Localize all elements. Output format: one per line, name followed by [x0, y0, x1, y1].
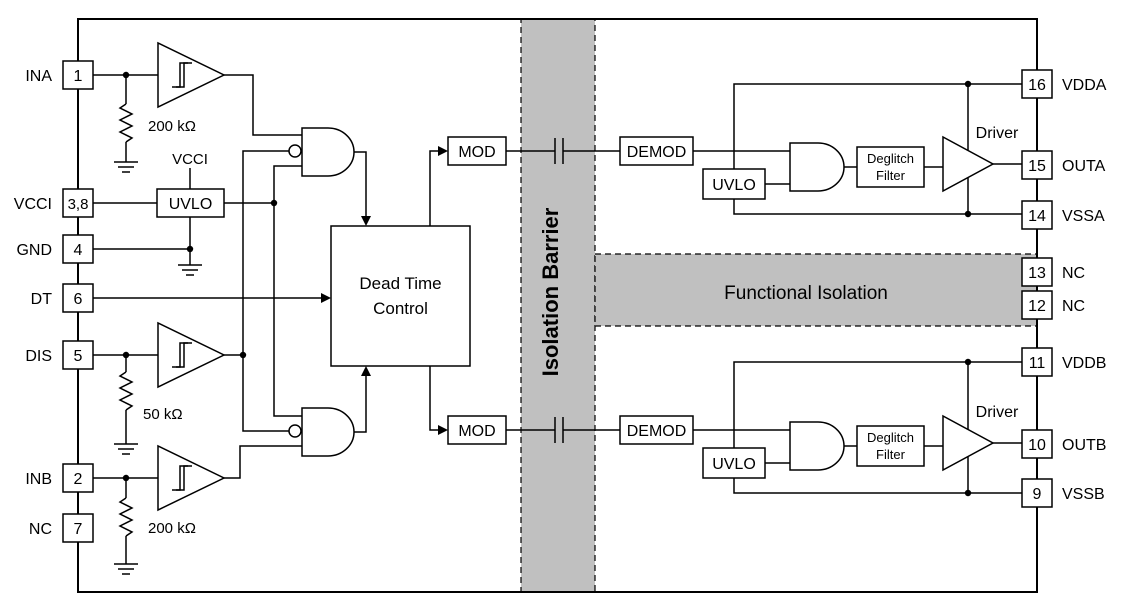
svg-text:Deglitch: Deglitch	[867, 430, 914, 445]
dis-input-path: 50 kΩ	[93, 351, 183, 455]
svg-text:6: 6	[74, 291, 83, 308]
dead-time-control-block: Dead Time Control	[330, 225, 471, 367]
svg-text:NC: NC	[1062, 298, 1085, 315]
pin-vdda: 16 VDDA	[1021, 69, 1107, 99]
svg-text:VDDA: VDDA	[1062, 77, 1107, 94]
and-gate-out-b	[789, 421, 845, 471]
svg-text:DEMOD: DEMOD	[627, 144, 687, 161]
svg-text:Filter: Filter	[876, 447, 906, 462]
inb-resistor-label: 200 kΩ	[148, 520, 196, 537]
driver-a	[942, 135, 995, 193]
svg-text:DIS: DIS	[25, 348, 52, 365]
isolation-barrier-region	[520, 18, 596, 593]
pin-outa: 15 OUTA	[1021, 150, 1106, 180]
svg-text:Dead Time: Dead Time	[359, 274, 441, 293]
pin-dt: 6 DT	[31, 283, 94, 313]
dis-resistor-label: 50 kΩ	[143, 406, 183, 423]
and-gate-out-a	[789, 142, 845, 192]
schmitt-buffer-ina	[157, 41, 226, 109]
svg-text:UVLO: UVLO	[169, 196, 213, 213]
schmitt-buffer-dis	[157, 321, 226, 389]
driver-b-label: Driver	[976, 404, 1019, 421]
ina-input-path: 200 kΩ	[93, 71, 196, 173]
pin-vddb: 11 VDDB	[1021, 347, 1106, 377]
vcci-label: VCCI	[172, 151, 208, 168]
isolation-barrier-label: Isolation Barrier	[538, 207, 563, 376]
svg-text:NC: NC	[29, 521, 52, 538]
svg-text:10: 10	[1028, 437, 1046, 454]
functional-isolation-label: Functional Isolation	[724, 283, 888, 304]
svg-text:5: 5	[74, 348, 83, 365]
svg-text:15: 15	[1028, 158, 1046, 175]
svg-text:DT: DT	[31, 291, 53, 308]
and-gate-a	[288, 127, 355, 177]
svg-text:11: 11	[1029, 355, 1046, 372]
svg-text:VSSA: VSSA	[1062, 208, 1105, 225]
svg-text:7: 7	[74, 521, 83, 538]
pin-ina: 1 INA	[25, 60, 94, 90]
mod-block-a: MOD	[447, 136, 507, 166]
inb-input-path: 200 kΩ	[93, 474, 196, 575]
driver-b	[942, 414, 995, 472]
svg-text:Deglitch: Deglitch	[867, 151, 914, 166]
pin-gnd: 4 GND	[16, 234, 94, 264]
svg-text:DEMOD: DEMOD	[627, 423, 687, 440]
demod-block-a	[619, 136, 694, 166]
deglitch-filter-b	[856, 425, 925, 467]
pin-inb: 2 INB	[25, 463, 94, 493]
pin-vssb: 9 VSSB	[1021, 478, 1105, 508]
svg-text:INA: INA	[25, 68, 52, 85]
functional-isolation-region	[594, 253, 1038, 327]
isolation-capacitor-b	[506, 417, 620, 443]
svg-text:OUTB: OUTB	[1062, 437, 1106, 454]
svg-text:NC: NC	[1062, 265, 1085, 282]
output-channel-b: DEMOD UVLO Deglitch Filter Driver	[619, 358, 1022, 497]
and-gate-b	[288, 407, 355, 457]
svg-text:GND: GND	[16, 242, 52, 259]
svg-text:MOD: MOD	[458, 144, 495, 161]
gnd-path	[93, 245, 202, 276]
mod-block-b: MOD	[447, 415, 507, 445]
pin-nc-7: 7 NC	[29, 513, 94, 543]
svg-text:12: 12	[1028, 298, 1046, 315]
isolation-capacitor-a	[506, 138, 620, 164]
svg-text:4: 4	[74, 242, 83, 259]
svg-text:Filter: Filter	[876, 168, 906, 183]
uvlo-output-b	[702, 447, 766, 479]
svg-text:MOD: MOD	[458, 423, 495, 440]
pin-vcci: 3,8 VCCI	[14, 188, 94, 218]
pin-nc-12: 12 NC	[1021, 290, 1085, 320]
svg-text:2: 2	[74, 471, 83, 488]
svg-text:OUTA: OUTA	[1062, 158, 1106, 175]
driver-a-label: Driver	[976, 125, 1019, 142]
svg-text:3,8: 3,8	[68, 196, 89, 213]
svg-text:16: 16	[1028, 77, 1046, 94]
output-channel-a: DEMOD UVLO Deglitch Filter Driver	[619, 80, 1022, 218]
svg-text:INB: INB	[25, 471, 52, 488]
pin-dis: 5 DIS	[25, 340, 94, 370]
vcci-uvlo-path: UVLO VCCI	[93, 151, 278, 249]
svg-text:VCCI: VCCI	[14, 196, 52, 213]
svg-text:VDDB: VDDB	[1062, 355, 1106, 372]
schmitt-buffer-inb	[157, 444, 226, 512]
pin-outb: 10 OUTB	[1021, 429, 1106, 459]
svg-text:Control: Control	[373, 299, 428, 318]
ina-resistor-label: 200 kΩ	[148, 118, 196, 135]
svg-text:9: 9	[1033, 486, 1042, 503]
dt-path	[93, 293, 331, 303]
pin-nc-13: 13 NC	[1021, 257, 1085, 287]
svg-text:13: 13	[1028, 265, 1046, 282]
svg-text:1: 1	[74, 68, 83, 85]
svg-text:VSSB: VSSB	[1062, 486, 1105, 503]
deglitch-filter-a	[856, 146, 925, 188]
svg-text:UVLO: UVLO	[712, 456, 756, 473]
svg-text:14: 14	[1028, 208, 1046, 225]
svg-text:UVLO: UVLO	[712, 177, 756, 194]
pin-vssa: 14 VSSA	[1021, 200, 1105, 230]
